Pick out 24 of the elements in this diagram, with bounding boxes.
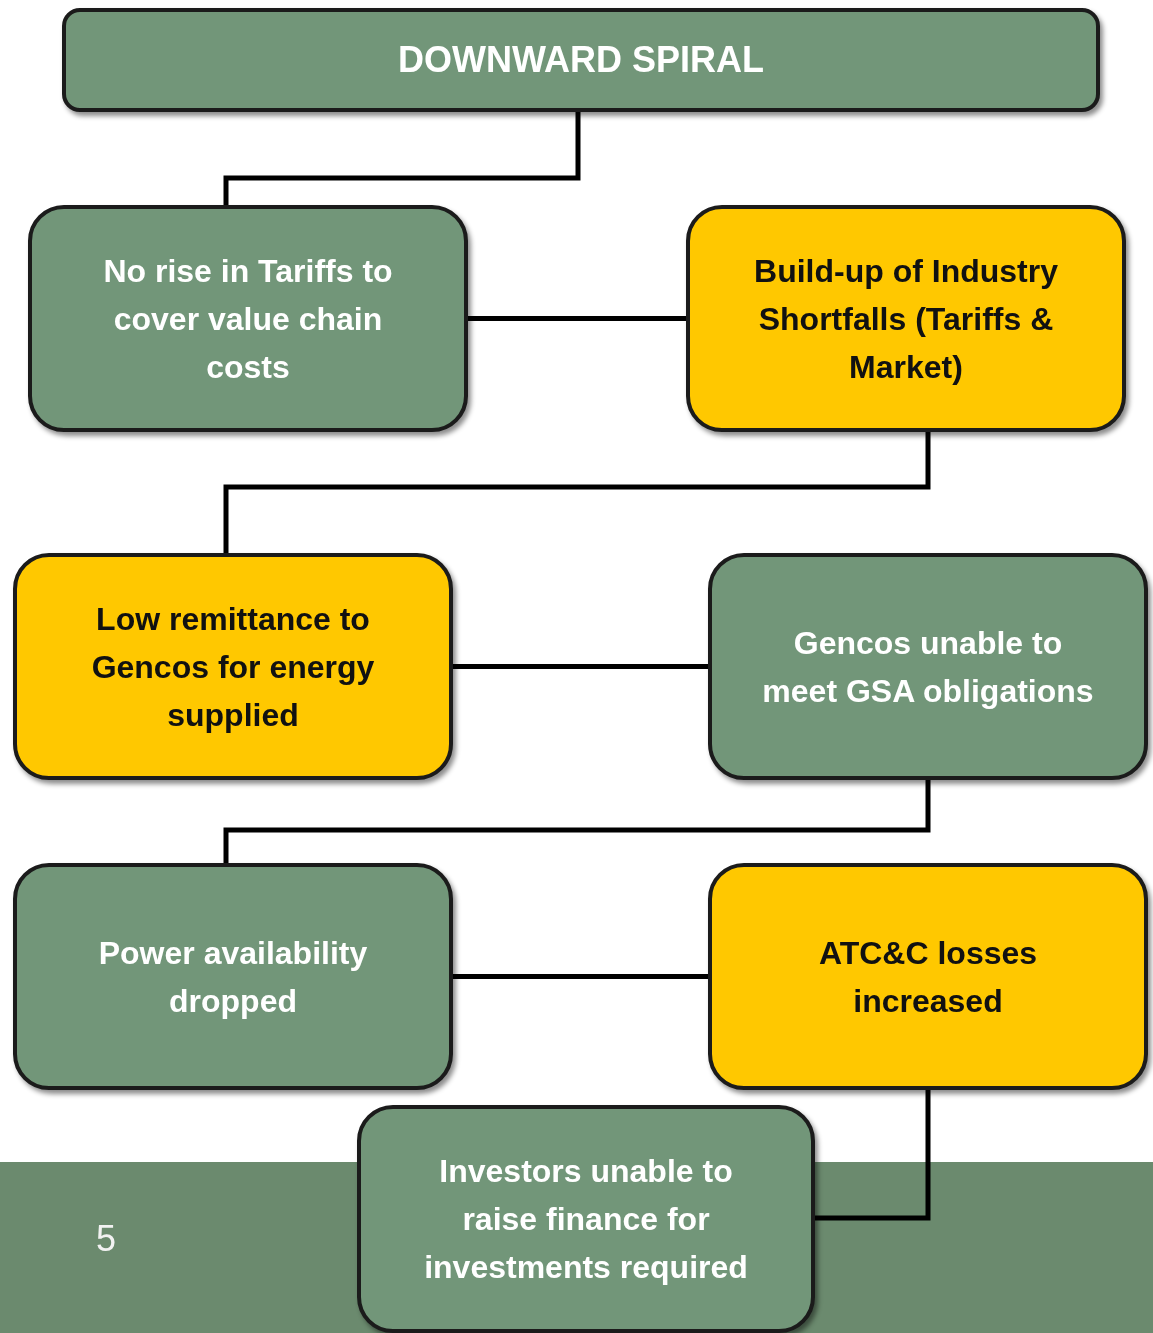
box-text: Low remittance to Gencos for energy supplied xyxy=(90,599,376,735)
page-number: 5 xyxy=(96,1218,117,1260)
box-text: Gencos unable to meet GSA obligations xyxy=(761,623,1095,711)
process-box xyxy=(708,863,1148,1090)
box-text: No rise in Tariffs to cover value chain costs xyxy=(102,251,394,387)
process-box xyxy=(13,863,453,1090)
process-box xyxy=(28,205,468,432)
title-box xyxy=(62,8,1100,112)
box-text: DOWNWARD SPIRAL xyxy=(398,38,764,82)
connector-line xyxy=(223,112,581,205)
connector-line xyxy=(223,432,931,553)
connector-line xyxy=(223,780,931,863)
process-box xyxy=(13,553,453,780)
connector-line xyxy=(468,316,686,321)
box-text: ATC&C losses increased xyxy=(817,933,1039,1021)
process-box xyxy=(357,1105,815,1333)
box-text: Power availability dropped xyxy=(97,933,369,1021)
box-text: Build-up of Industry Shortfalls (Tariffs & Market) xyxy=(753,251,1059,387)
connector-line xyxy=(453,974,708,979)
box-text: Investors unable to raise finance for investments required xyxy=(423,1152,749,1287)
process-box xyxy=(708,553,1148,780)
connector-line xyxy=(453,664,708,669)
connector-line xyxy=(815,1090,931,1221)
process-box xyxy=(686,205,1126,432)
